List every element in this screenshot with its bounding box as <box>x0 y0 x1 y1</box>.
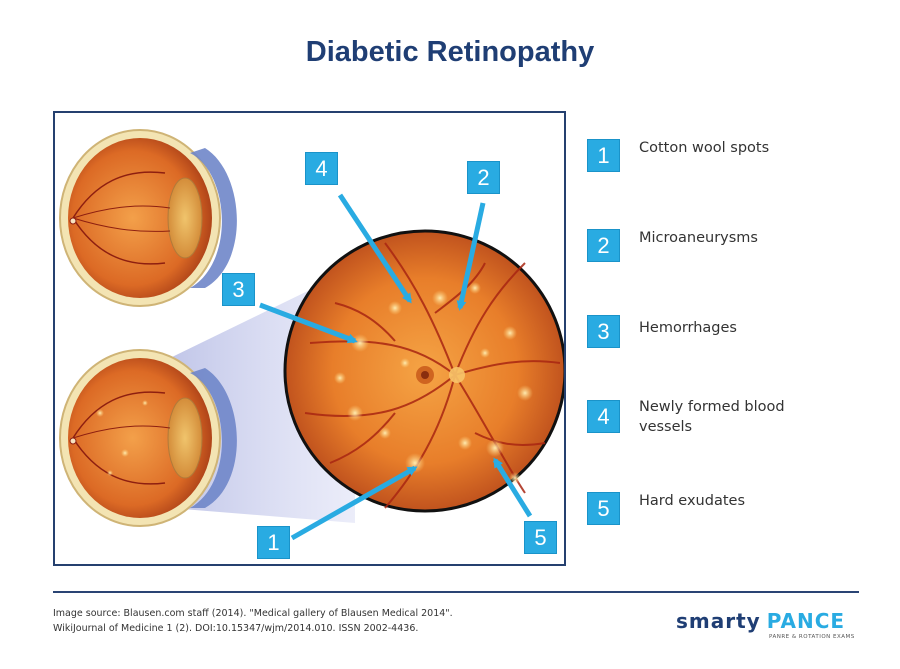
legend-label-2: Microaneurysms <box>639 230 758 246</box>
arrow-3 <box>259 302 358 344</box>
exudate-spots <box>334 282 533 484</box>
figure-marker-4: 4 <box>305 152 338 185</box>
legend-badge-4: 4 <box>587 400 620 433</box>
page-title: Diabetic Retinopathy <box>305 36 595 68</box>
arrow-1 <box>290 465 418 541</box>
arrow-4 <box>337 193 413 304</box>
legend-badge-1: 1 <box>587 139 620 172</box>
legend-badge-5: 5 <box>587 492 620 525</box>
legend-badge-2: 2 <box>587 229 620 262</box>
logo-pance-text: PANCE <box>766 609 846 633</box>
legend-label-1: Cotton wool spots <box>639 140 770 156</box>
figure-marker-5: 5 <box>524 521 557 554</box>
retina-diagram-svg <box>59 129 564 541</box>
legend-label-4: Newly formed blood vessels <box>639 399 785 435</box>
healthy-eye-illustration <box>59 129 237 307</box>
legend-badge-3: 3 <box>587 315 620 348</box>
magnified-fundus <box>283 229 564 513</box>
footer-divider <box>53 591 859 593</box>
logo-tagline: PANRE & ROTATION EXAMS <box>769 634 855 640</box>
source-line-1: Image source: Blausen.com staff (2014). … <box>53 608 453 619</box>
figure-marker-1: 1 <box>257 526 290 559</box>
arrow-2 <box>456 202 486 311</box>
legend-label-5: Hard exudates <box>639 493 745 509</box>
legend-label-3: Hemorrhages <box>639 320 737 336</box>
figure-marker-2: 2 <box>467 161 500 194</box>
retinopathy-illustration: 1 2 3 4 5 <box>53 111 566 566</box>
image-source-citation: Image source: Blausen.com staff (2014). … <box>53 606 613 636</box>
diabetic-eye-illustration <box>59 349 237 527</box>
arrow-5 <box>492 457 533 518</box>
source-line-2: WikiJournal of Medicine 1 (2). DOI:10.15… <box>53 623 419 634</box>
figure-marker-3: 3 <box>222 273 255 306</box>
logo-smarty-text: smarty <box>676 609 761 633</box>
